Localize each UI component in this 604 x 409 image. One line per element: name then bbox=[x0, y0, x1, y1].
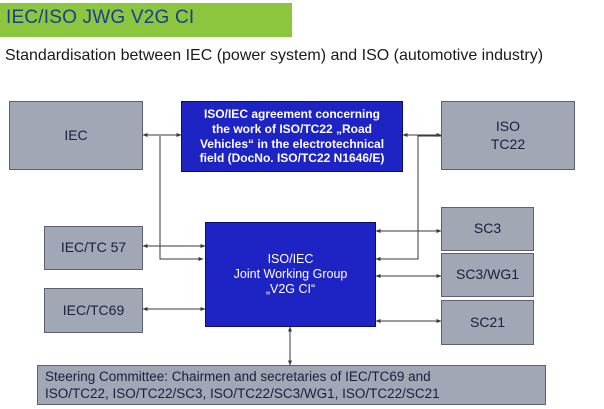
page-subtitle: Standardisation between IEC (power syste… bbox=[5, 47, 544, 64]
node-sc3-wg1: SC3/WG1 bbox=[441, 253, 534, 297]
node-sc3: SC3 bbox=[441, 207, 534, 251]
node-sc21: SC21 bbox=[441, 300, 534, 345]
node-agreement: ISO/IEC agreement concerning the work of… bbox=[181, 101, 403, 172]
node-iec-tc69: IEC/TC69 bbox=[44, 288, 143, 333]
node-iec-tc57: IEC/TC 57 bbox=[44, 226, 143, 270]
node-iec: IEC bbox=[9, 101, 143, 170]
title-bar bbox=[0, 3, 292, 37]
page-title: IEC/ISO JWG V2G CI bbox=[6, 7, 195, 28]
node-jwg: ISO/IEC Joint Working Group „V2G CI“ bbox=[205, 222, 376, 327]
edge-iec-jwg bbox=[159, 136, 204, 261]
edge-isotc22-jwg bbox=[375, 135, 441, 261]
node-iso-tc22: ISO TC22 bbox=[441, 101, 575, 170]
node-steering-committee: Steering Committee: Chairmen and secreta… bbox=[37, 365, 546, 405]
